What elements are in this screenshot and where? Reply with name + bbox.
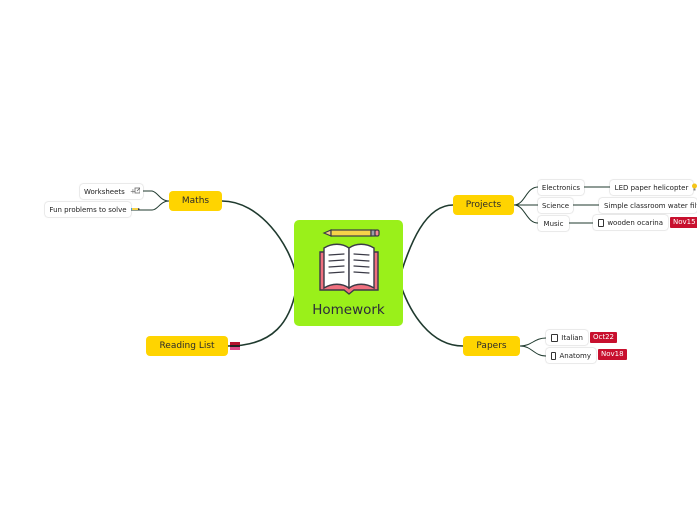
- subtopic-led-paper-helicopter-label: LED paper helicopter: [615, 184, 689, 192]
- topic-reading-list[interactable]: Reading List: [146, 336, 228, 356]
- due-date-badge: Nov15: [670, 217, 697, 228]
- topic-projects-label: Projects: [466, 200, 501, 210]
- central-topic-title: Homework: [312, 302, 385, 318]
- subtopic-led-paper-helicopter[interactable]: LED paper helicopter: [610, 180, 693, 195]
- topic-maths-label: Maths: [182, 196, 209, 206]
- subtopic-science-label: Science: [542, 202, 569, 210]
- checkbox[interactable]: [551, 352, 556, 360]
- topic-projects[interactable]: Projects: [453, 195, 514, 215]
- task-wooden-ocarina[interactable]: wooden ocarina: [593, 215, 668, 230]
- central-topic[interactable]: Homework: [294, 220, 403, 326]
- task-anatomy[interactable]: Anatomy: [546, 348, 596, 363]
- checkbox[interactable]: [598, 219, 604, 227]
- due-date-badge: Oct22: [590, 332, 617, 343]
- subtopic-electronics-label: Electronics: [542, 184, 580, 192]
- subtopic-fun-problems-label: Fun problems to solve: [49, 206, 126, 214]
- pencil-icon: [131, 206, 141, 214]
- bulb-icon: [692, 183, 697, 193]
- subtopic-water-filter-label: Simple classroom water filt: [604, 202, 697, 210]
- link-papers: [401, 286, 463, 346]
- subtopic-music-label: Music: [544, 220, 564, 228]
- flag-icon: [230, 342, 240, 352]
- checkbox[interactable]: [551, 334, 558, 342]
- subtopic-worksheets-label: Worksheets: [84, 188, 125, 196]
- task-italian[interactable]: Italian: [546, 330, 588, 345]
- topic-maths[interactable]: Maths: [169, 191, 222, 211]
- link-reading-list: [228, 290, 296, 346]
- external-link-icon[interactable]: +: [130, 187, 140, 197]
- due-date-badge: Nov18: [598, 349, 627, 360]
- link-maths: [222, 201, 296, 275]
- subtopic-science[interactable]: Science: [538, 198, 573, 213]
- subtopic-water-filter[interactable]: Simple classroom water filt: [599, 198, 697, 213]
- task-wooden-ocarina-label: wooden ocarina: [607, 219, 663, 227]
- topic-papers-label: Papers: [476, 341, 506, 351]
- subtopic-fun-problems[interactable]: Fun problems to solve: [45, 202, 131, 217]
- subtopic-music[interactable]: Music: [538, 216, 569, 231]
- subtopic-electronics[interactable]: Electronics: [538, 180, 584, 195]
- link-projects: [401, 205, 453, 273]
- topic-reading-list-label: Reading List: [159, 341, 214, 351]
- open-book-with-pencil-icon: [314, 226, 384, 298]
- topic-papers[interactable]: Papers: [463, 336, 520, 356]
- task-anatomy-label: Anatomy: [559, 352, 591, 360]
- task-italian-label: Italian: [561, 334, 583, 342]
